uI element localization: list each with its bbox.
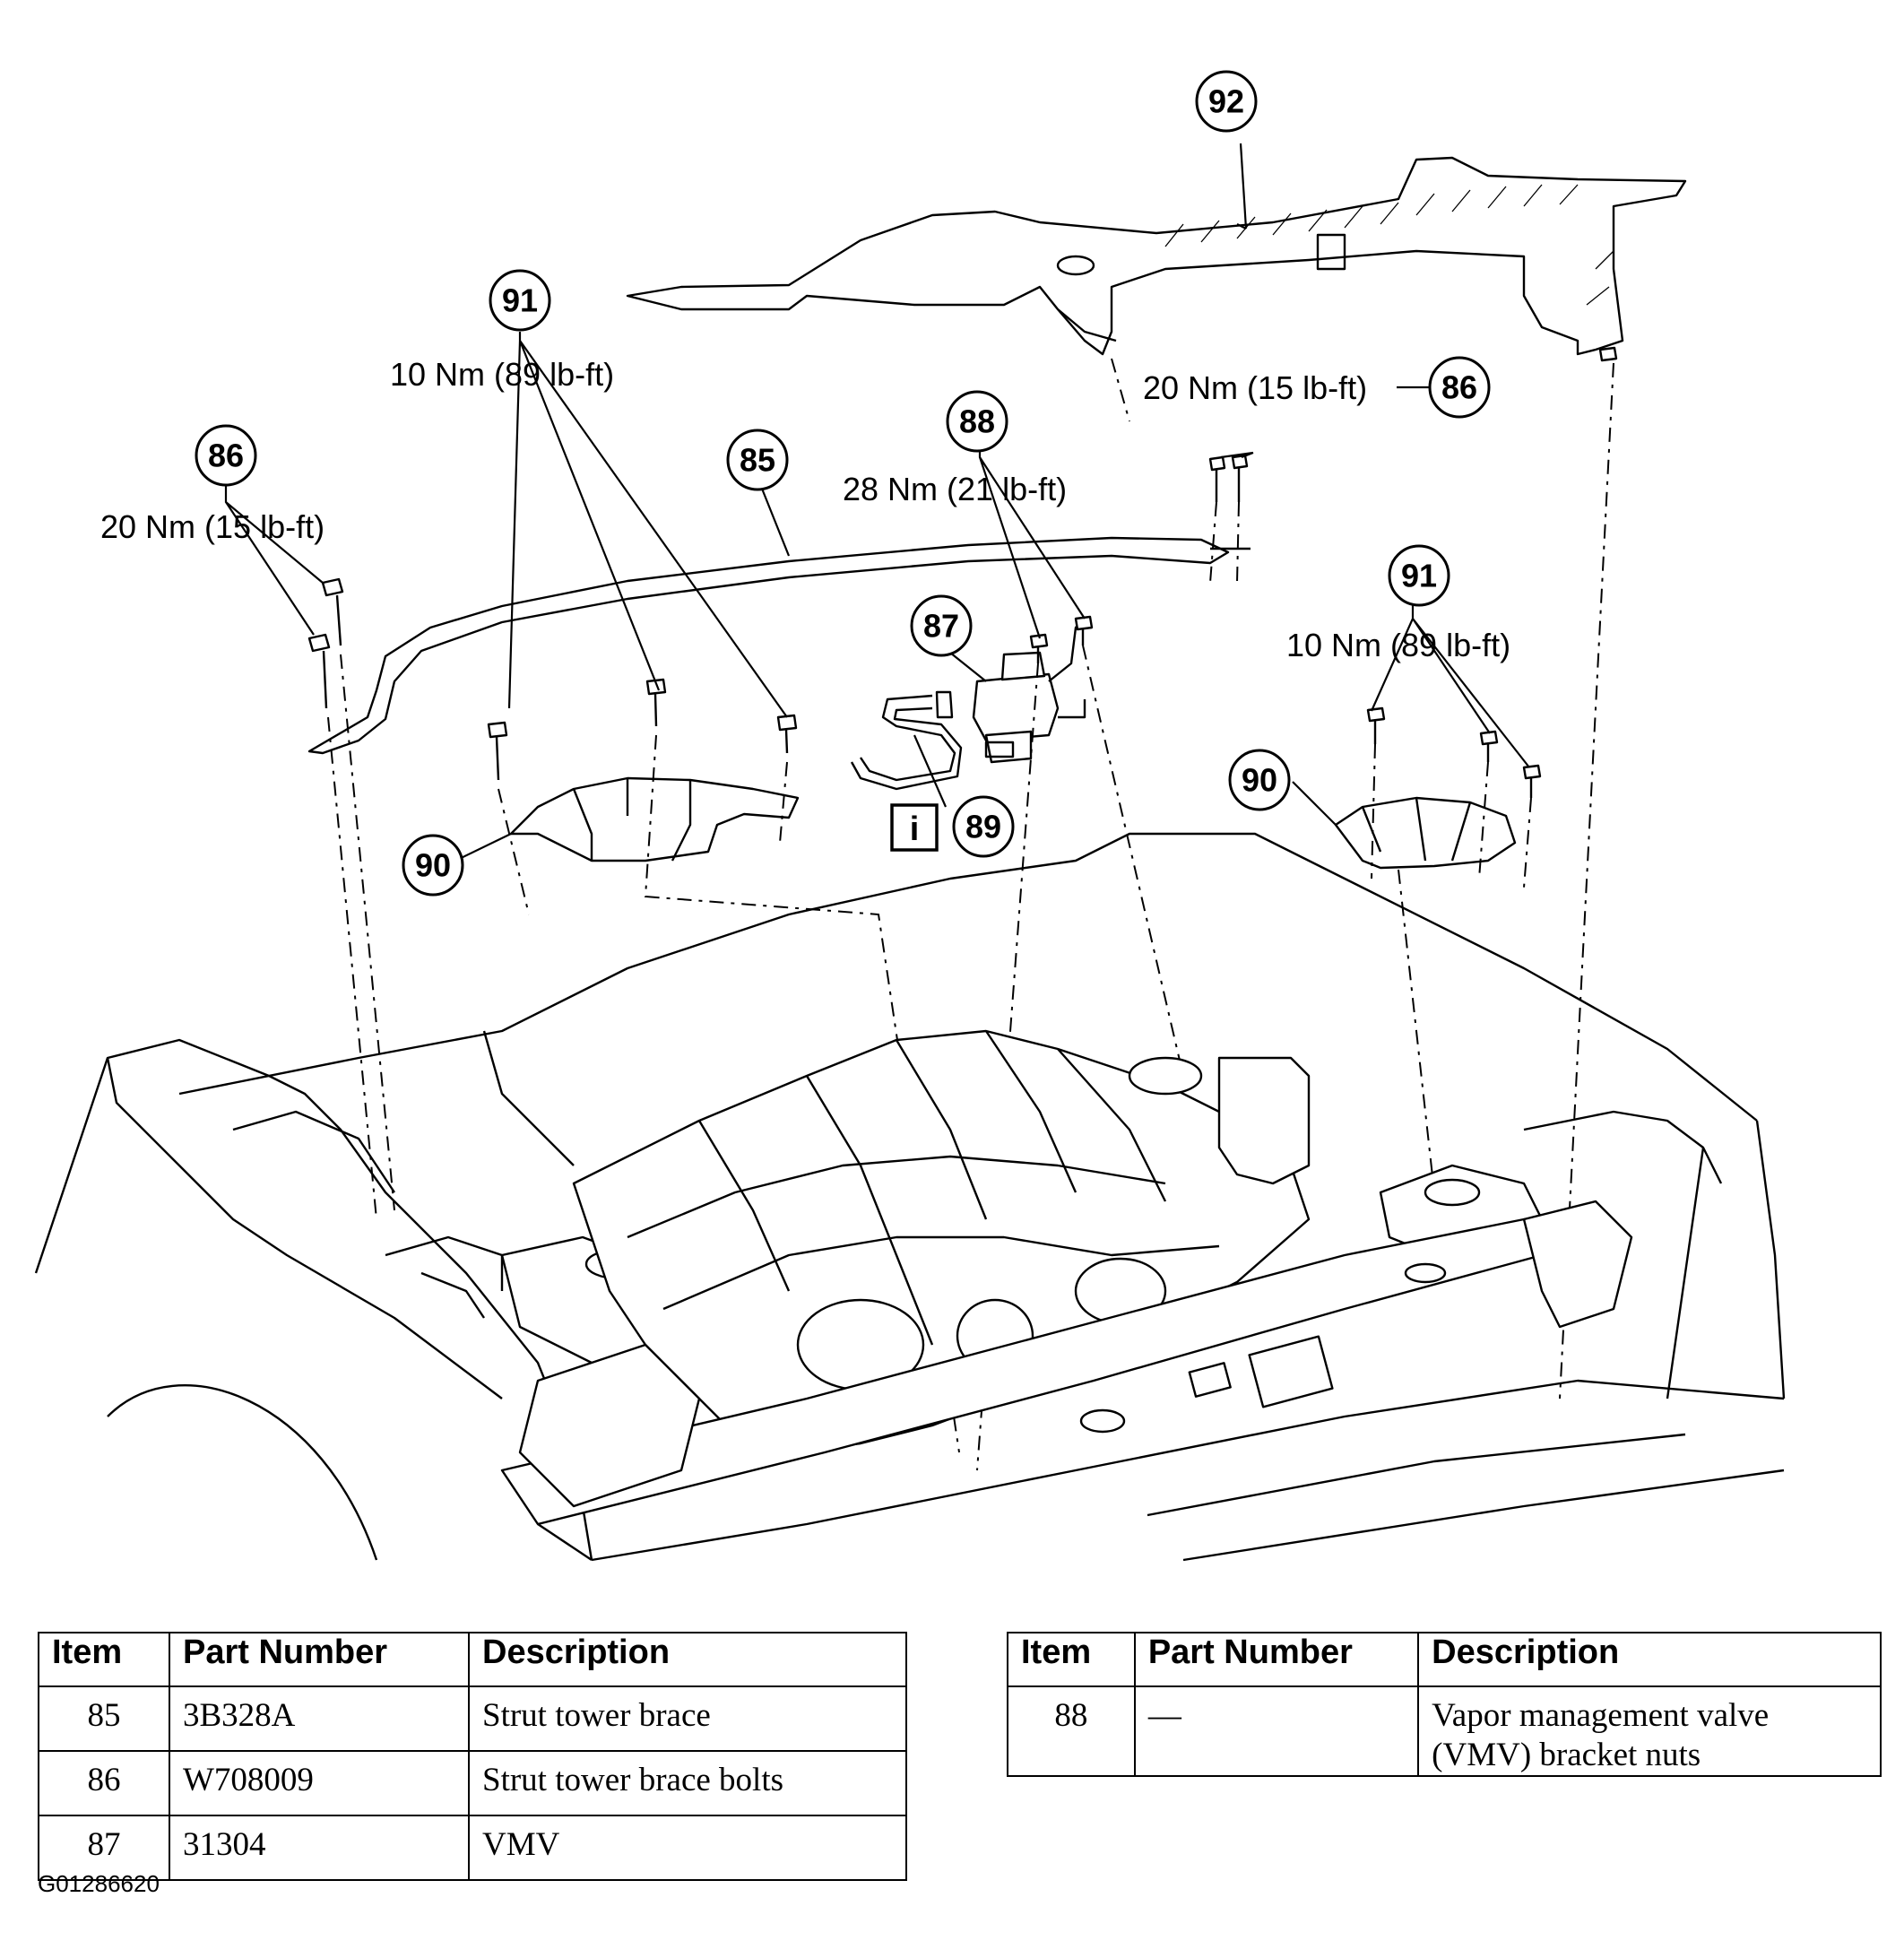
header-item: Item (38, 1632, 170, 1687)
parts-table-left: Item Part Number Description 85 3B328A S… (38, 1632, 907, 1881)
header-part-number: Part Number (169, 1632, 470, 1687)
header-description: Description (468, 1632, 907, 1687)
fasteners (307, 346, 1618, 798)
cell-description: VMV (468, 1815, 907, 1881)
svg-text:90: 90 (1242, 762, 1277, 799)
figure-id: G01286620 (38, 1870, 160, 1897)
header-part-number: Part Number (1133, 1632, 1420, 1687)
cowl-cover-panel (626, 156, 1687, 356)
svg-text:86: 86 (1441, 369, 1477, 406)
exploded-view-diagram: 10 Nm (89 lb-ft) 20 Nm (15 lb-ft) 28 Nm … (34, 70, 1786, 1562)
torque-label-91-left: 10 Nm (89 lb-ft) (390, 356, 614, 393)
header-description: Description (1417, 1632, 1882, 1687)
callout-86-right: 86 (1428, 356, 1491, 419)
strut-tower-brace (307, 536, 1251, 755)
table-header-row: Item Part Number Description (38, 1632, 907, 1687)
cell-item: 86 (38, 1750, 170, 1816)
callout-90-left: 90 (402, 834, 464, 897)
svg-text:86: 86 (208, 438, 244, 474)
cell-description: Strut tower brace bolts (468, 1750, 907, 1816)
callout-86-left: 86 (195, 424, 257, 487)
header-item: Item (1007, 1632, 1136, 1687)
torque-label-91-right: 10 Nm (89 lb-ft) (1286, 627, 1510, 663)
table-row: 86 W708009 Strut tower brace bolts (38, 1750, 907, 1816)
callout-87: 87 (910, 594, 973, 657)
parts-table-right: Item Part Number Description 88 — Vapor … (1007, 1632, 1882, 1777)
torque-label-86-left: 20 Nm (15 lb-ft) (100, 508, 325, 545)
callout-91-left: 91 (489, 269, 551, 332)
callout-91-right: 91 (1388, 544, 1450, 607)
callout-90-right: 90 (1228, 749, 1291, 811)
svg-text:91: 91 (1401, 558, 1437, 594)
torque-label-88: 28 Nm (21 lb-ft) (843, 471, 1067, 507)
cell-item: 87 (38, 1815, 170, 1881)
cell-part-number: 31304 (169, 1815, 470, 1881)
table-row: 85 3B328A Strut tower brace (38, 1685, 907, 1752)
svg-text:85: 85 (740, 442, 775, 479)
cell-description: Vapor management valve (VMV) bracket nut… (1417, 1685, 1882, 1777)
callout-85: 85 (726, 429, 789, 491)
svg-text:89: 89 (965, 809, 1001, 845)
svg-text:i: i (910, 810, 920, 848)
vapor-management-valve (972, 618, 1086, 764)
table-row: 88 — Vapor management valve (VMV) bracke… (1007, 1685, 1882, 1777)
cell-part-number: W708009 (169, 1750, 470, 1816)
callout-92: 92 (1195, 70, 1258, 133)
info-icon: i (890, 803, 939, 852)
callout-88: 88 (946, 390, 1008, 453)
svg-text:87: 87 (923, 608, 959, 645)
strut-mount-cover-left (509, 776, 800, 862)
engine-bay (34, 832, 1786, 1562)
svg-text:92: 92 (1208, 83, 1244, 120)
cell-part-number: — (1133, 1685, 1420, 1777)
callout-89: 89 (952, 795, 1015, 858)
cell-description: Strut tower brace (468, 1685, 907, 1752)
cell-item: 88 (1007, 1685, 1136, 1777)
strut-mount-cover-right (1334, 796, 1517, 870)
vmv-hose (850, 690, 963, 791)
cell-part-number: 3B328A (169, 1685, 470, 1752)
cell-item: 85 (38, 1685, 170, 1752)
table-row: 87 31304 VMV (38, 1815, 907, 1881)
svg-text:91: 91 (502, 282, 538, 319)
svg-text:90: 90 (415, 847, 451, 884)
table-header-row: Item Part Number Description (1007, 1632, 1882, 1687)
torque-label-86-right: 20 Nm (15 lb-ft) (1143, 369, 1367, 406)
svg-text:88: 88 (959, 403, 995, 440)
